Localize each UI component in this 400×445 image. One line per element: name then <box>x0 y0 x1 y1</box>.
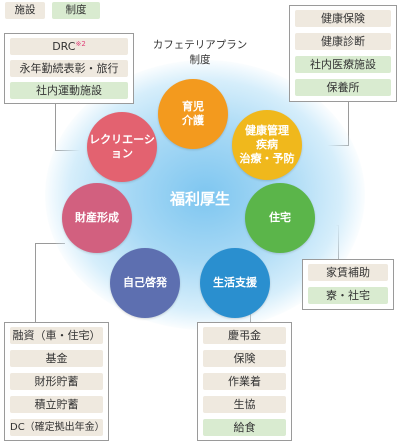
panel-life-support: 慶弔金 保険 作業着 生協 給食 <box>197 322 292 441</box>
connector-bottom-left-v <box>35 243 36 323</box>
category-asset-formation: 財産形成 <box>62 183 132 253</box>
panel-asset-formation: 融資（車・住宅） 基金 財形貯蓄 積立貯蓄 DC（確定拠出年金） <box>4 322 109 441</box>
legend-system: 制度 <box>52 2 100 19</box>
item-installment-savings: 積立貯蓄 <box>10 396 103 413</box>
footnote-marker: ※2 <box>75 40 86 48</box>
item-work-clothes: 作業着 <box>203 373 286 390</box>
item-medical-facility: 社内医療施設 <box>295 56 391 73</box>
panel-recreation: DRC※2 永年勤続表彰・旅行 社内運動施設 <box>4 33 134 104</box>
item-dormitory: 寮・社宅 <box>308 287 388 304</box>
item-drc: DRC※2 <box>10 38 128 55</box>
item-condolence: 慶弔金 <box>203 327 286 344</box>
category-recreation: レクリエーション <box>87 112 157 182</box>
category-housing: 住宅 <box>245 183 315 253</box>
category-self-development: 自己啓発 <box>110 248 180 318</box>
center-label: 福利厚生 <box>169 190 230 208</box>
category-childcare-nursing: 育児介護 <box>158 79 228 149</box>
item-sports-facility: 社内運動施設 <box>10 82 128 99</box>
item-rent-subsidy: 家賃補助 <box>308 264 388 281</box>
panel-housing: 家賃補助 寮・社宅 <box>302 259 394 310</box>
item-long-service: 永年勤続表彰・旅行 <box>10 60 128 77</box>
category-life-support: 生活支援 <box>200 248 270 318</box>
connector-bottom-left-h <box>35 243 65 244</box>
connector-top-left-v <box>55 103 56 151</box>
panel-health: 健康保険 健康診断 社内医療施設 保養所 <box>289 5 397 102</box>
legend-facility: 施設 <box>5 2 45 19</box>
connector-top-right-v <box>348 101 349 146</box>
item-insurance: 保険 <box>203 350 286 367</box>
item-resort: 保養所 <box>295 79 391 96</box>
category-health: 健康管理疾病治療・予防 <box>232 110 302 180</box>
item-health-insurance: 健康保険 <box>295 10 391 27</box>
item-fund: 基金 <box>10 350 103 367</box>
cafeteria-plan-label: カフェテリアプラン 制度 <box>152 39 248 66</box>
item-coop: 生協 <box>203 396 286 413</box>
item-health-checkup: 健康診断 <box>295 33 391 50</box>
item-dc: DC（確定拠出年金） <box>10 419 105 436</box>
item-loan: 融資（車・住宅） <box>10 327 103 344</box>
item-meals: 給食 <box>203 419 286 436</box>
item-asset-savings: 財形貯蓄 <box>10 373 103 390</box>
